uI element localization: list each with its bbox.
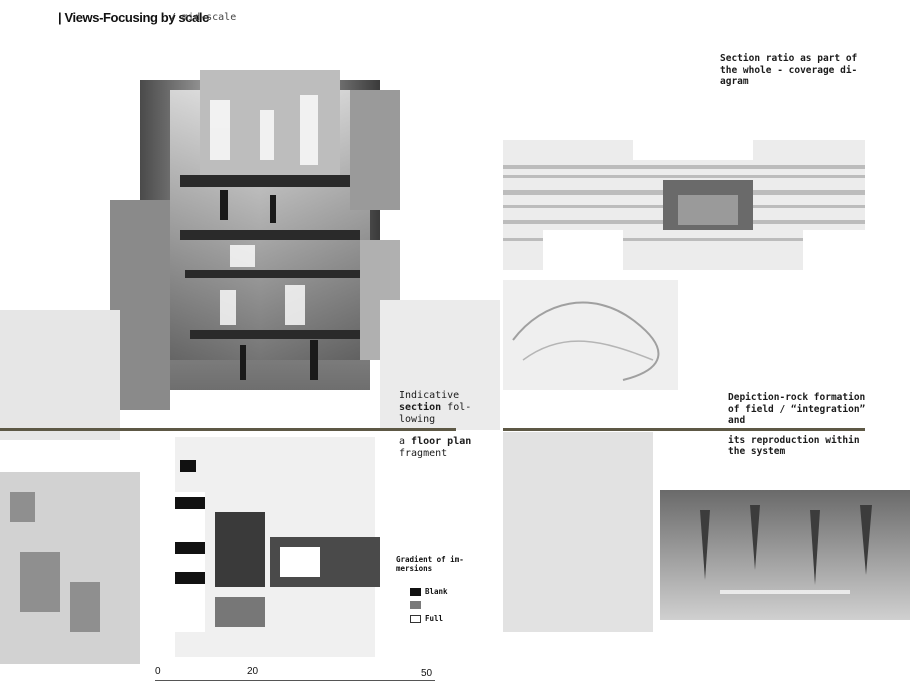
page-subtitle: / mid-scale [170, 12, 237, 23]
background-fragment-bottom-right [503, 432, 653, 632]
coverage-diagram [503, 120, 865, 280]
rock-formation-drawing [503, 280, 678, 390]
scale-bar-line [155, 680, 435, 681]
legend-title: Gradient of im- [396, 555, 464, 564]
legend-item-partial [396, 601, 464, 609]
rock-caption-line: Depiction-rock formation [728, 392, 866, 403]
section-caption-line: Indicative [399, 390, 460, 401]
legend-swatch [410, 614, 421, 623]
rock-caption-line: the system [728, 446, 786, 457]
section-caption-line: lowing [399, 414, 436, 425]
section-caption: Indicative section fol- lowing a floor p… [399, 390, 471, 460]
scale-bar: 0 20 50 [155, 664, 435, 684]
section-caption-bold: floor plan [411, 436, 472, 447]
rock-caption-line: its reproduction within [728, 434, 860, 446]
legend-swatch [410, 587, 421, 596]
legend-swatch [410, 601, 421, 609]
rock-caption: Depiction-rock formation of field / “int… [728, 392, 865, 458]
rock-caption-line: and [728, 415, 746, 426]
background-fragment-center [380, 300, 500, 430]
background-fragment-left [0, 310, 120, 440]
legend-label: Full [425, 614, 444, 623]
legend-item-blank: Blank [396, 587, 464, 596]
section-caption-line: fragment [399, 448, 448, 459]
immersion-legend: Gradient of im- mersions Blank Full [396, 555, 464, 623]
section-caption-bold: section [399, 402, 442, 413]
cave-interior-render [660, 490, 910, 620]
divider-right [503, 428, 865, 431]
legend-label: Blank [425, 587, 448, 596]
divider-left [0, 428, 456, 431]
page-title: | Views-Focusing by scale [58, 10, 209, 25]
coverage-caption-line: Section ratio as part of [720, 53, 858, 64]
scale-label-0: 0 [155, 666, 161, 677]
legend-item-full: Full [396, 614, 464, 623]
section-caption-rest: fol- [441, 402, 472, 413]
rock-caption-line: of field / “integration” [728, 403, 866, 415]
coverage-caption: Section ratio as part of the whole - cov… [720, 53, 857, 88]
legend-title: mersions [396, 564, 433, 573]
scale-label-50: 50 [421, 668, 433, 679]
section-caption-line: a floor plan [399, 436, 471, 448]
section-caption-pre: a [399, 436, 412, 447]
coverage-caption-line: agram [720, 76, 749, 87]
scale-label-20: 20 [247, 666, 259, 677]
section-drawing [110, 70, 410, 420]
coverage-caption-line: the whole - coverage di- [720, 64, 858, 76]
floor-plan-drawing [0, 432, 390, 664]
section-caption-line: section fol- [399, 402, 471, 414]
